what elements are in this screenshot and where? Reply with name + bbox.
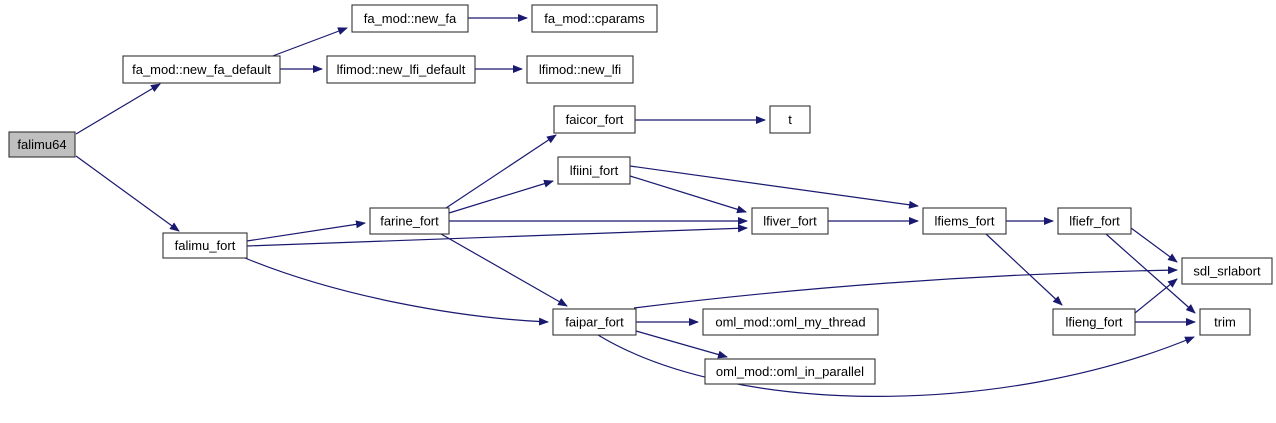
edge-faipar_fort-to-trim xyxy=(597,334,1195,397)
node-box xyxy=(1199,308,1251,336)
edge-farine_fort-to-lfiini_fort xyxy=(448,179,554,214)
node-box xyxy=(369,207,450,235)
node-lfieng_fort[interactable]: lfieng_fort xyxy=(1052,308,1136,336)
node-label: lfimod::new_lfi xyxy=(539,62,621,77)
node-label: t xyxy=(788,112,792,127)
node-label: faicor_fort xyxy=(566,112,624,127)
edge-farine_fort-to-faipar_fort xyxy=(440,233,568,307)
node-trim[interactable]: trim xyxy=(1199,308,1251,336)
node-label: lfiini_fort xyxy=(570,163,619,178)
node-fa_mod_new_fa_default[interactable]: fa_mod::new_fa_default xyxy=(122,55,281,84)
edge-falimu_fort-to-lfiver_fort xyxy=(246,224,748,247)
node-label: lfimod::new_lfi_default xyxy=(337,62,466,77)
node-box xyxy=(526,55,634,84)
node-box xyxy=(751,207,829,235)
edge-falimu_fort-to-faipar_fort xyxy=(244,257,549,326)
node-faicor_fort[interactable]: faicor_fort xyxy=(553,105,636,134)
node-box xyxy=(1052,308,1136,336)
node-box xyxy=(531,4,658,33)
node-lfiefr_fort[interactable]: lfiefr_fort xyxy=(1057,207,1132,235)
node-label: lfieng_fort xyxy=(1065,315,1122,330)
node-falimu64[interactable]: falimu64 xyxy=(8,131,76,158)
edge-lfiini_fort-to-lfiver_fort xyxy=(629,175,747,214)
edge-lfiefr_fort-to-trim xyxy=(1105,233,1196,314)
node-lfiver_fort[interactable]: lfiver_fort xyxy=(751,207,829,235)
edge-lfiini_fort-to-lfiems_fort xyxy=(629,165,919,209)
node-label: farine_fort xyxy=(380,214,439,229)
edge-faipar_fort-to-sdl_srlabort xyxy=(633,266,1178,309)
node-box xyxy=(1181,257,1273,285)
node-label: lfiems_fort xyxy=(935,214,995,229)
node-oml_mod_oml_my_thread[interactable]: oml_mod::oml_my_thread xyxy=(702,308,879,336)
edge-falimu64-to-falimu_fort xyxy=(75,155,180,232)
node-oml_mod_oml_in_parallel[interactable]: oml_mod::oml_in_parallel xyxy=(704,358,876,385)
node-label: sdl_srlabort xyxy=(1193,264,1261,279)
node-label: faipar_fort xyxy=(565,315,624,330)
node-box xyxy=(552,308,637,336)
node-box xyxy=(162,232,248,259)
node-label: fa_mod::new_fa xyxy=(364,11,457,26)
node-label: falimu64 xyxy=(17,137,66,152)
node-t[interactable]: t xyxy=(769,105,811,134)
edge-lfiefr_fort-to-sdl_srlabort xyxy=(1130,227,1178,263)
node-label: fa_mod::new_fa_default xyxy=(132,62,271,77)
node-label: lfiver_fort xyxy=(763,214,817,229)
node-label: oml_mod::oml_in_parallel xyxy=(716,364,864,379)
node-box xyxy=(557,156,631,185)
node-box xyxy=(122,55,281,84)
node-box xyxy=(922,207,1007,235)
edge-lfieng_fort-to-sdl_srlabort xyxy=(1134,278,1178,314)
node-label: trim xyxy=(1214,315,1236,330)
node-box xyxy=(326,55,476,84)
node-faipar_fort[interactable]: faipar_fort xyxy=(552,308,637,336)
node-box xyxy=(769,105,811,134)
node-lfimod_new_lfi[interactable]: lfimod::new_lfi xyxy=(526,55,634,84)
node-box xyxy=(702,308,879,336)
edge-falimu_fort-to-farine_fort xyxy=(246,220,366,242)
node-sdl_srlabort[interactable]: sdl_srlabort xyxy=(1181,257,1273,285)
node-box xyxy=(704,358,876,385)
node-label: lfiefr_fort xyxy=(1069,214,1120,229)
node-label: fa_mod::cparams xyxy=(544,11,645,26)
edge-falimu64-to-fa_mod_new_fa_default xyxy=(75,83,161,135)
node-falimu_fort[interactable]: falimu_fort xyxy=(162,232,248,259)
node-lfimod_new_lfi_default[interactable]: lfimod::new_lfi_default xyxy=(326,55,476,84)
node-box xyxy=(553,105,636,134)
node-box xyxy=(351,4,469,33)
node-fa_mod_cparams[interactable]: fa_mod::cparams xyxy=(531,4,658,33)
node-lfiini_fort[interactable]: lfiini_fort xyxy=(557,156,631,185)
node-label: falimu_fort xyxy=(175,238,236,253)
node-lfiems_fort[interactable]: lfiems_fort xyxy=(922,207,1007,235)
node-fa_mod_new_fa[interactable]: fa_mod::new_fa xyxy=(351,4,469,33)
node-box xyxy=(8,131,76,158)
edge-lfiems_fort-to-lfieng_fort xyxy=(985,233,1063,306)
edge-faipar_fort-to-oml_mod_oml_in_parallel xyxy=(635,330,728,359)
node-label: oml_mod::oml_my_thread xyxy=(715,315,865,330)
node-farine_fort[interactable]: farine_fort xyxy=(369,207,450,235)
edge-farine_fort-to-faicor_fort xyxy=(445,134,557,209)
node-box xyxy=(1057,207,1132,235)
edge-fa_mod_new_fa_default-to-fa_mod_new_fa xyxy=(269,27,348,58)
